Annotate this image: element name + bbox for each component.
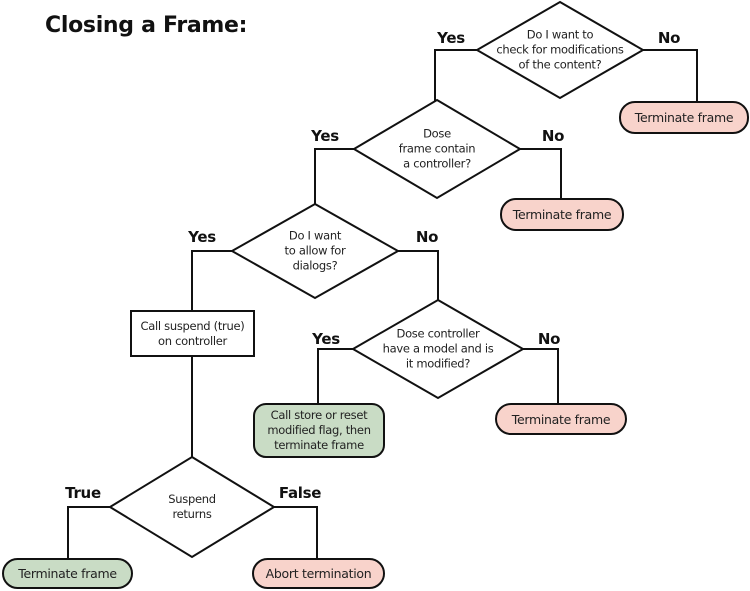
diamond-allow-dialogs <box>229 202 401 300</box>
diamond-suspend-returns <box>108 455 276 559</box>
text-line: frame contain <box>398 141 476 156</box>
text-line: Do I want <box>288 228 342 243</box>
text-line: Do I want to <box>526 27 594 42</box>
branch-label-true-suspend-returns: True <box>65 484 101 502</box>
text-line: check for modifications <box>496 42 624 57</box>
branch-label-yes-allow-dialogs: Yes <box>188 228 216 246</box>
decision-allow-dialogs-text: Do I want to allow for dialogs? <box>285 229 346 274</box>
connector-true-suspend-returns <box>67 506 110 560</box>
decision-suspend-returns-text: Suspend returns <box>168 492 216 522</box>
decision-check-modifications-text: Do I want to check for modifications of … <box>496 27 624 73</box>
connector-false-suspend-returns <box>274 506 318 560</box>
decision-frame-controller-text: Dose frame contain a controller? <box>399 127 476 172</box>
connector-yes-check-modifications <box>434 49 477 102</box>
branch-label-no-model-modified: No <box>537 330 561 348</box>
branch-label-no-check-modifications: No <box>657 29 681 47</box>
text-line: a controller? <box>403 156 471 171</box>
connector-yes-frame-controller <box>314 148 354 206</box>
branch-label-yes-check-modifications: Yes <box>437 29 465 47</box>
text-line: of the content? <box>518 57 602 72</box>
branch-label-no-frame-controller: No <box>541 127 565 145</box>
connector-yes-model-modified <box>317 348 353 405</box>
text-line: Dose <box>423 126 451 141</box>
text-line: Suspend <box>168 492 216 506</box>
connector-no-model-modified <box>523 348 559 405</box>
terminal-terminate-frame-mid: Terminate frame <box>500 198 624 231</box>
text-line: Call store or reset <box>270 408 368 422</box>
diamond-model-modified <box>350 298 526 400</box>
terminal-terminate-frame-top: Terminate frame <box>619 101 749 134</box>
connector-no-allow-dialogs <box>398 250 439 302</box>
terminal-store-reset-flag: Call store or reset modified flag, then … <box>253 403 385 458</box>
text-line: returns <box>172 507 212 521</box>
text-line: terminate frame <box>274 438 364 452</box>
branch-label-yes-frame-controller: Yes <box>311 127 339 145</box>
text-line: modified flag, then <box>267 423 371 437</box>
text-line: have a model and is <box>382 341 494 356</box>
connector-no-frame-controller <box>520 148 562 200</box>
text-line: Dose controller <box>396 326 480 341</box>
diamond-frame-controller <box>352 98 522 200</box>
terminal-terminate-frame-success: Terminate frame <box>2 558 133 589</box>
page-title: Closing a Frame: <box>45 13 248 38</box>
branch-label-no-allow-dialogs: No <box>415 228 439 246</box>
terminal-terminate-frame-right: Terminate frame <box>495 403 627 435</box>
branch-label-yes-model-modified: Yes <box>312 330 340 348</box>
text-line: dialogs? <box>292 258 338 273</box>
diamond-check-modifications <box>475 0 645 100</box>
decision-model-modified-text: Dose controller have a model and is it m… <box>383 327 494 372</box>
branch-label-false-suspend-returns: False <box>278 484 322 502</box>
text-line: on controller <box>158 333 227 348</box>
text-line: Call suspend (true) <box>140 318 245 333</box>
terminal-abort-termination: Abort termination <box>252 558 385 589</box>
connector-yes-allow-dialogs <box>191 250 232 312</box>
connector-no-check-modifications <box>643 49 698 103</box>
text-line: it modified? <box>405 356 471 371</box>
process-call-suspend: Call suspend (true) on controller <box>130 310 255 357</box>
text-line: to allow for <box>284 243 346 258</box>
